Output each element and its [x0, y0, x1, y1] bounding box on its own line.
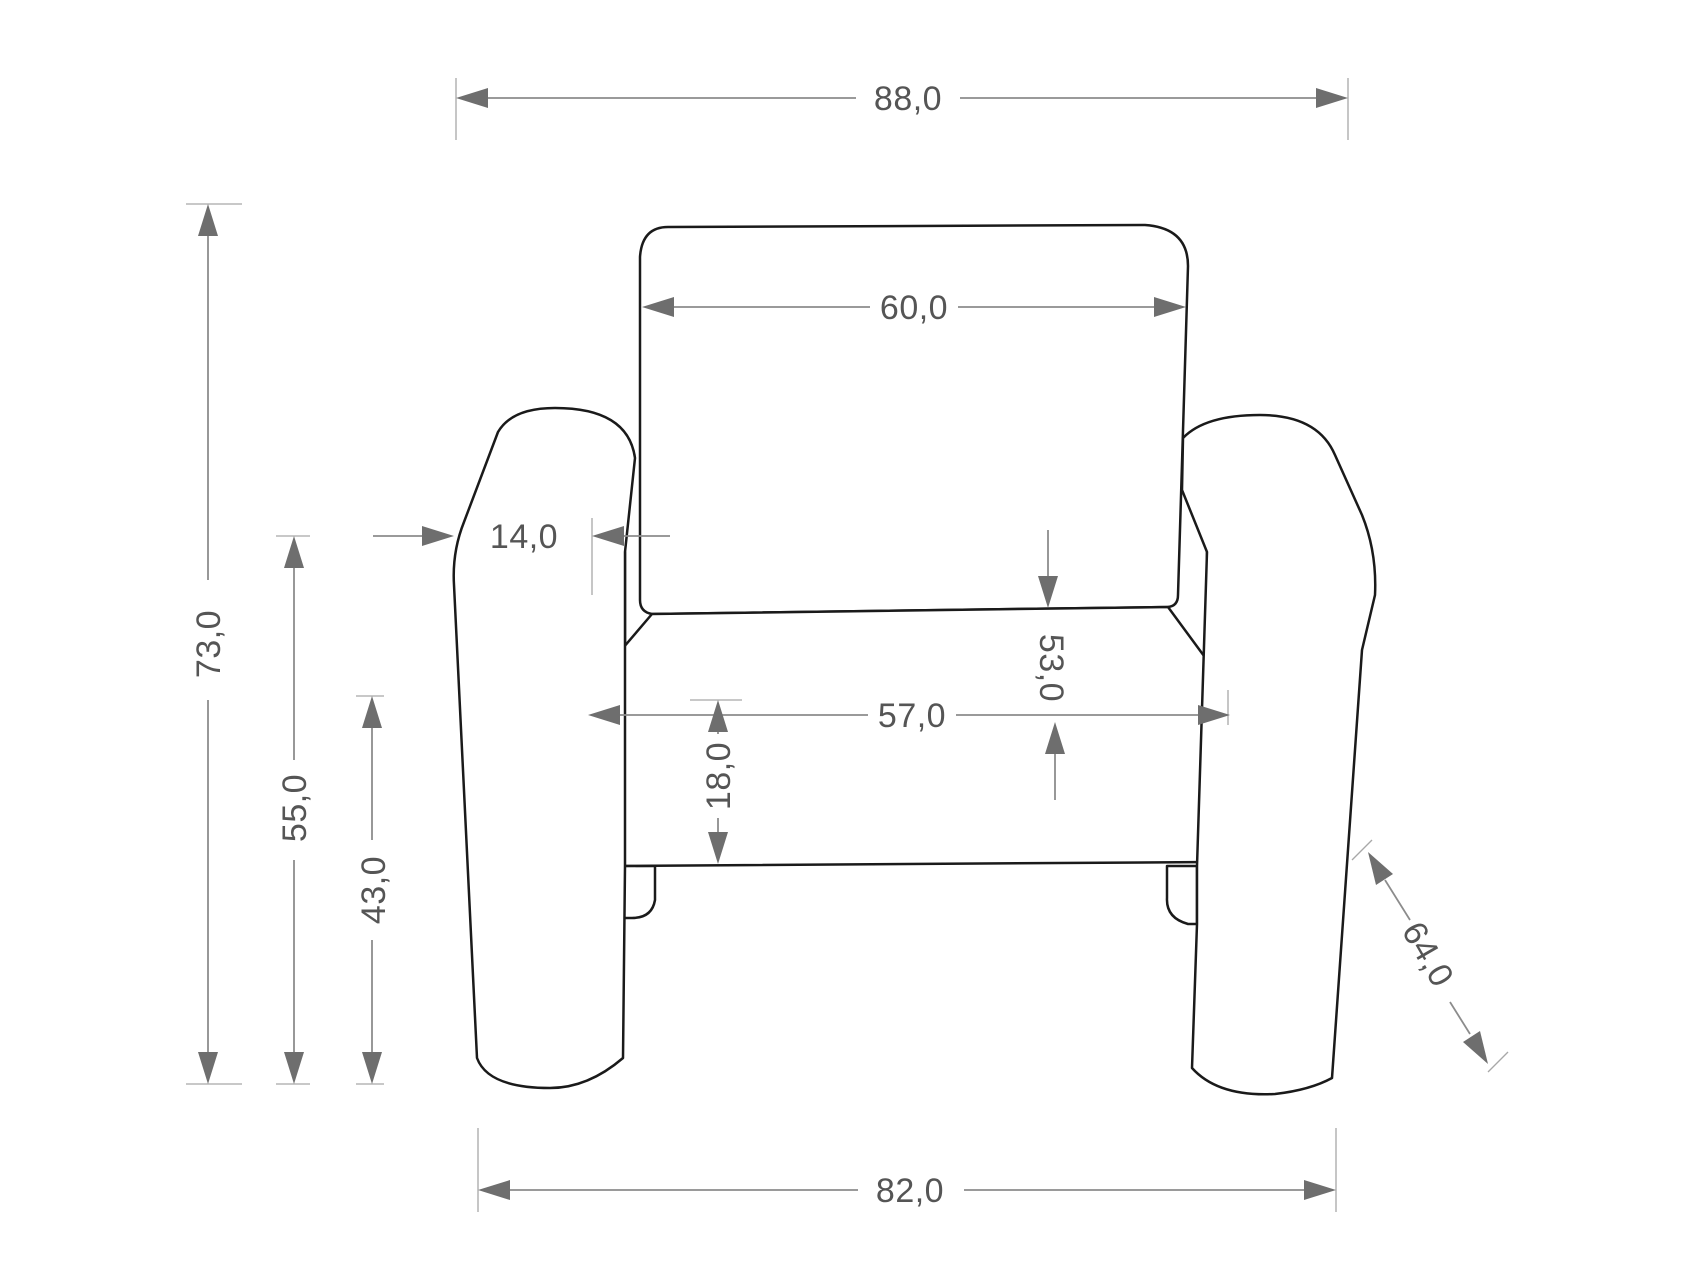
- dim-seat-depth: 53,0: [1032, 530, 1070, 800]
- right-rear-leg: [1165, 864, 1199, 926]
- backrest: [638, 223, 1190, 616]
- dim-armrest-width: 14,0: [373, 518, 670, 595]
- label-armrest-height: 55,0: [276, 774, 314, 842]
- label-overall-height: 73,0: [190, 610, 228, 678]
- label-seat-cushion-height: 18,0: [700, 742, 738, 810]
- label-seat-height: 43,0: [355, 856, 393, 924]
- dim-armrest-height: 55,0: [276, 535, 314, 1085]
- left-armrest: [452, 406, 637, 1090]
- dim-backrest-width: 60,0: [642, 289, 1186, 327]
- dim-base-width: 82,0: [477, 1128, 1337, 1212]
- label-armrest-width: 14,0: [490, 518, 558, 556]
- dim-overall-height: 73,0: [186, 203, 242, 1085]
- dim-seat-width: 57,0: [588, 690, 1230, 735]
- label-backrest-width: 60,0: [880, 289, 948, 327]
- left-rear-leg: [615, 864, 657, 920]
- label-seat-width: 57,0: [878, 697, 946, 735]
- dim-depth: 64,0: [1351, 839, 1509, 1073]
- label-base-width: 82,0: [876, 1172, 944, 1210]
- dim-seat-height: 43,0: [355, 695, 393, 1085]
- dim-seat-cushion-height: 18,0: [690, 699, 742, 864]
- label-overall-width: 88,0: [874, 80, 942, 118]
- right-armrest: [1180, 413, 1377, 1096]
- label-seat-depth: 53,0: [1032, 634, 1070, 702]
- label-depth: 64,0: [1394, 915, 1461, 993]
- dim-overall-width: 88,0: [455, 78, 1349, 140]
- seat-cushion: [585, 605, 1236, 868]
- armchair-outline: [452, 223, 1377, 1096]
